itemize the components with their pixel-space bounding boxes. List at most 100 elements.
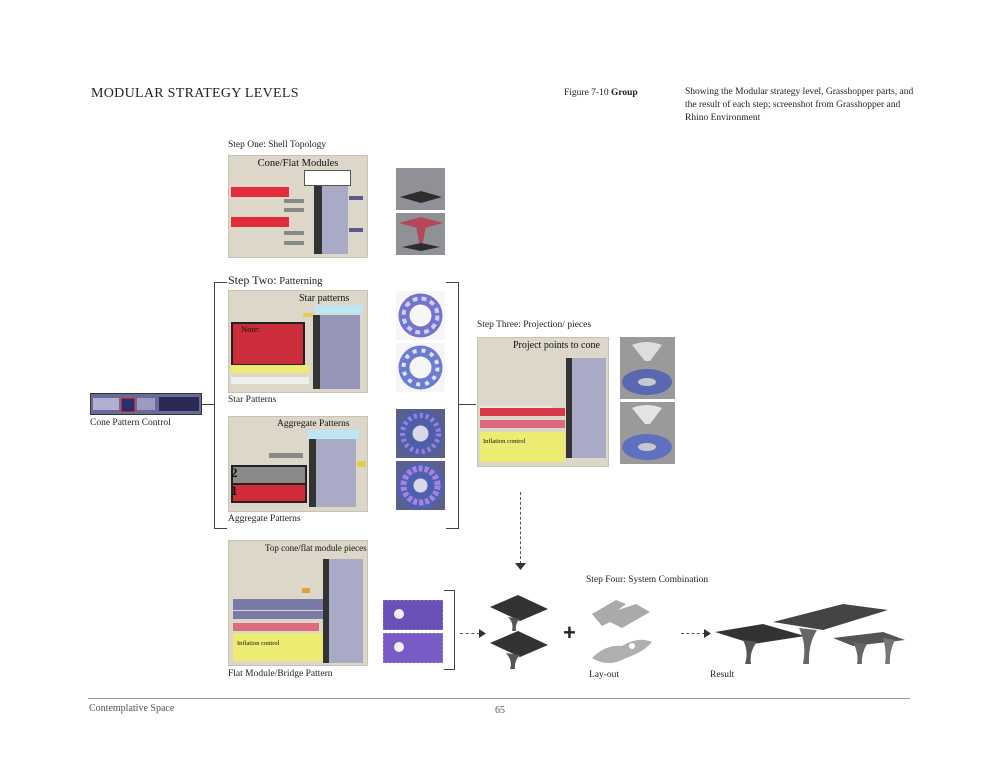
footer-divider — [88, 698, 910, 699]
panel-cyan — [315, 305, 363, 314]
output-param — [349, 196, 363, 200]
output-param — [357, 461, 366, 467]
flat-module-render — [396, 168, 445, 210]
purple-group — [233, 599, 323, 610]
layout-render — [592, 600, 652, 663]
red-group-1 — [231, 187, 289, 197]
yellow-group — [480, 432, 565, 462]
ring-pattern-shape — [397, 410, 444, 457]
pink-group — [480, 420, 565, 428]
connector-line — [458, 404, 476, 405]
top-cone-grasshopper-panel: Top cone/flat module pieces Inflation co… — [228, 540, 368, 666]
purple-group — [233, 611, 323, 619]
star-pattern-render-2 — [396, 343, 445, 392]
inflation-control-label: Inflation control — [237, 640, 280, 647]
perforated-panel-shape — [382, 599, 444, 631]
component-spine — [566, 358, 574, 458]
slider — [269, 453, 303, 458]
component-outputs — [316, 439, 356, 507]
dashed-arrow-right — [681, 633, 705, 634]
component-spine — [314, 186, 324, 254]
star-patterns-title: Star patterns — [299, 293, 350, 304]
cone-flat-grasshopper-panel: Cone/Flat Modules — [228, 155, 368, 258]
step-two-bracket-left — [214, 282, 227, 529]
aggregate-pattern-render-2 — [396, 461, 445, 510]
cone-shape — [399, 217, 443, 251]
input-param — [302, 588, 310, 593]
cone-pattern-control-widget — [90, 393, 202, 415]
layout-caption: Lay-out — [589, 670, 620, 680]
component-outputs — [329, 559, 363, 663]
top-cone-title: Top cone/flat module pieces — [265, 543, 367, 553]
aggregate-patterns-caption: Aggregate Patterns — [228, 514, 301, 524]
output-param — [349, 228, 363, 232]
plus-icon: + — [563, 620, 576, 645]
project-points-title: Project points to cone — [513, 340, 600, 351]
yellow-group — [233, 633, 323, 661]
input-param — [303, 313, 313, 317]
group-number-1: 1 — [231, 483, 238, 498]
component-outputs — [572, 358, 606, 458]
arrow-down-icon — [515, 563, 526, 570]
flat-plane-shape — [400, 191, 442, 203]
figure-bold: Group — [610, 88, 638, 98]
module-pair-render — [490, 595, 548, 669]
result-caption: Result — [710, 670, 735, 680]
result-render — [715, 604, 905, 664]
aggregate-pattern-render-1 — [396, 409, 445, 458]
cone-module-render — [396, 213, 445, 255]
page-title: MODULAR STRATEGY LEVELS — [91, 86, 299, 101]
note-label: Note: — [241, 324, 260, 334]
figure-label: Figure 7-10 — [564, 88, 609, 98]
cone-pattern-control-caption: Cone Pattern Control — [90, 418, 171, 428]
flat-bridge-caption: Flat Module/Bridge Pattern — [228, 669, 333, 679]
flat-pattern-render-1 — [382, 599, 444, 631]
arrow-right-icon — [479, 629, 486, 638]
dashed-arrow-down — [520, 492, 521, 564]
connector-line — [200, 404, 214, 405]
component-spine — [313, 315, 322, 389]
aggregate-patterns-grasshopper-panel: Aggregate Patterns 2 1 — [228, 416, 368, 512]
cone-flat-title: Cone/Flat Modules — [257, 158, 339, 169]
slider — [284, 208, 304, 212]
output-block — [159, 397, 199, 411]
step-one-label: Step One: Shell Topology — [228, 140, 327, 150]
flat-pattern-render-2 — [382, 632, 444, 664]
ring-pattern-shape — [398, 293, 443, 338]
slider — [284, 231, 304, 235]
footer-title: Contemplative Space — [89, 703, 175, 714]
input-block — [121, 398, 135, 412]
inflation-control-label: Inflation control — [483, 438, 526, 445]
red-group-2 — [231, 217, 289, 227]
step-two-suffix: Patterning — [276, 276, 323, 287]
white-group — [231, 377, 309, 384]
dashed-arrow-right — [460, 633, 480, 634]
input-block — [93, 398, 119, 410]
star-patterns-grasshopper-panel: Star patterns Note: — [228, 290, 368, 393]
star-patterns-caption: Star Patterns — [228, 395, 277, 405]
slider — [284, 241, 304, 245]
projected-cone-render-1 — [620, 337, 675, 399]
step-three-label: Step Three: Projection/ pieces — [477, 320, 592, 330]
yellow-group — [231, 365, 309, 373]
group-number-2: 2 — [231, 465, 238, 480]
panel-cyan — [307, 430, 359, 439]
ring-pattern-shape — [397, 462, 444, 509]
step-two-prefix: Step Two: — [228, 273, 277, 287]
step-four-label: Step Four: System Combination — [586, 575, 709, 585]
aggregate-patterns-title: Aggregate Patterns — [277, 419, 350, 429]
ring-pattern-shape — [398, 345, 443, 390]
page-number: 65 — [495, 705, 505, 716]
arrow-right-icon — [704, 629, 711, 638]
cone-ring-shape — [622, 405, 672, 460]
slider — [284, 199, 304, 203]
star-pattern-render-1 — [396, 291, 445, 340]
figure-description: Showing the Modular strategy level, Gras… — [685, 87, 914, 123]
red-group — [480, 408, 565, 416]
projected-cone-render-2 — [620, 402, 675, 464]
figure-caption: Figure 7-10 Group — [564, 88, 638, 98]
perforated-panel-shape — [382, 632, 444, 664]
flat-bracket — [444, 590, 455, 670]
component-spine — [309, 439, 318, 507]
component-outputs — [320, 315, 360, 389]
